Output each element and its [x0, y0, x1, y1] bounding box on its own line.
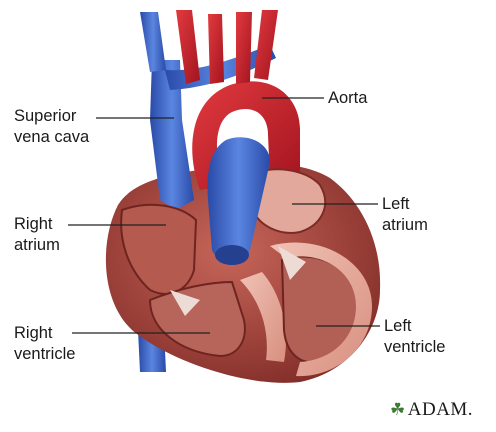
label-lv-line1: Left: [384, 316, 445, 337]
aortic-branch-4: [254, 10, 278, 80]
leaf-icon: ☘: [390, 400, 406, 419]
logo-text: ADAM.: [408, 399, 473, 420]
pulmonary-valve: [215, 245, 249, 265]
label-lv-line2: ventricle: [384, 337, 445, 358]
label-right-atrium: Right atrium: [14, 214, 60, 256]
label-ra-line1: Right: [14, 214, 60, 235]
label-rv-line2: ventricle: [14, 344, 75, 365]
label-aorta: Aorta: [328, 88, 367, 109]
label-rv-line1: Right: [14, 323, 75, 344]
aortic-branch-3: [236, 12, 252, 84]
label-svc-line1: Superior: [14, 106, 89, 127]
label-la-line1: Left: [382, 194, 428, 215]
aortic-branch-2: [208, 14, 224, 84]
label-ra-line2: atrium: [14, 235, 60, 256]
adam-logo: ☘ADAM.: [390, 399, 473, 421]
label-superior-vena-cava: Superior vena cava: [14, 106, 89, 148]
label-right-ventricle: Right ventricle: [14, 323, 75, 365]
label-left-atrium: Left atrium: [382, 194, 428, 236]
label-la-line2: atrium: [382, 215, 428, 236]
label-aorta-line1: Aorta: [328, 88, 367, 109]
label-left-ventricle: Left ventricle: [384, 316, 445, 358]
svc-branch-left: [140, 12, 166, 72]
label-svc-line2: vena cava: [14, 127, 89, 148]
